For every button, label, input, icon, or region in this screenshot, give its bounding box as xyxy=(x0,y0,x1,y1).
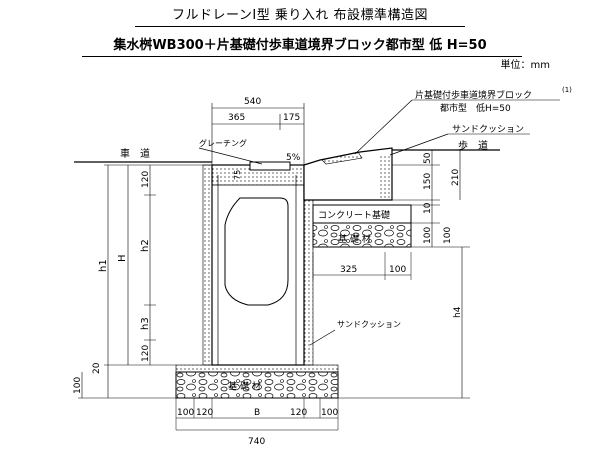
dim-right-150: 150 xyxy=(423,173,433,190)
base-material-bottom xyxy=(175,371,339,399)
dim-175: 175 xyxy=(283,113,300,123)
label-block-note: (1) xyxy=(562,86,572,94)
unit-label: 単位：mm xyxy=(500,60,550,71)
label-sidewalk: 歩 道 xyxy=(458,139,488,152)
dim-h4: h4 xyxy=(453,306,463,318)
dim-540: 540 xyxy=(244,97,261,107)
dim-right-210: 210 xyxy=(451,169,461,186)
base-material-right xyxy=(312,222,412,248)
dim-mid-100: 100 xyxy=(389,265,406,275)
dim-right-50: 50 xyxy=(423,152,433,164)
page-subtitle: 集水桝WB300＋片基礎付歩車道境界ブロック都市型 低 H=50 xyxy=(113,38,487,53)
dim-bot-740: 740 xyxy=(248,437,265,447)
dim-left-100: 100 xyxy=(73,377,83,394)
label-concrete-base: コンクリート基礎 xyxy=(318,209,390,221)
dim-365: 365 xyxy=(228,113,245,123)
dim-H: H xyxy=(117,254,128,262)
dim-bot-100a: 100 xyxy=(177,408,194,418)
dim-325: 325 xyxy=(340,265,357,275)
label-base-material-right: 基 礎 材 xyxy=(338,233,371,245)
label-road: 車 道 xyxy=(120,147,150,160)
dim-right-100: 100 xyxy=(423,227,433,244)
dim-h1: h1 xyxy=(98,259,109,272)
label-block-line1: 片基礎付歩車道境界ブロック xyxy=(415,89,532,101)
grating xyxy=(249,161,291,171)
basin-opening xyxy=(224,197,289,306)
subtitle-underline xyxy=(82,56,522,57)
label-base-material-bottom: 基 礎 材 xyxy=(228,380,261,392)
title-underline xyxy=(135,26,465,27)
page-title: フルドレーンⅠ型 乗り入れ 布設標準構造図 xyxy=(172,8,428,23)
dim-75: 75 xyxy=(233,170,242,180)
label-sand-cushion-top: サンドクッション xyxy=(452,124,524,135)
dim-bot-100b: 100 xyxy=(321,408,338,418)
label-slope: 5% xyxy=(286,153,301,163)
label-grating: グレーチング xyxy=(199,138,247,148)
dim-bot-120b: 120 xyxy=(290,408,307,418)
dim-bot-B: B xyxy=(254,408,260,418)
label-sand-cushion-bottom: サンドクッション xyxy=(337,320,401,329)
dim-left-120-top: 120 xyxy=(141,171,151,188)
label-block-line2: 都市型 低H=50 xyxy=(440,102,511,114)
dim-bot-120a: 120 xyxy=(196,408,213,418)
dim-h3: h3 xyxy=(140,317,151,330)
dim-h2: h2 xyxy=(140,239,151,252)
dim-left-120-bottom: 120 xyxy=(141,345,151,362)
dim-right-100b: 100 xyxy=(443,227,453,244)
dim-left-20: 20 xyxy=(92,362,102,374)
dim-right-10: 10 xyxy=(423,202,433,214)
